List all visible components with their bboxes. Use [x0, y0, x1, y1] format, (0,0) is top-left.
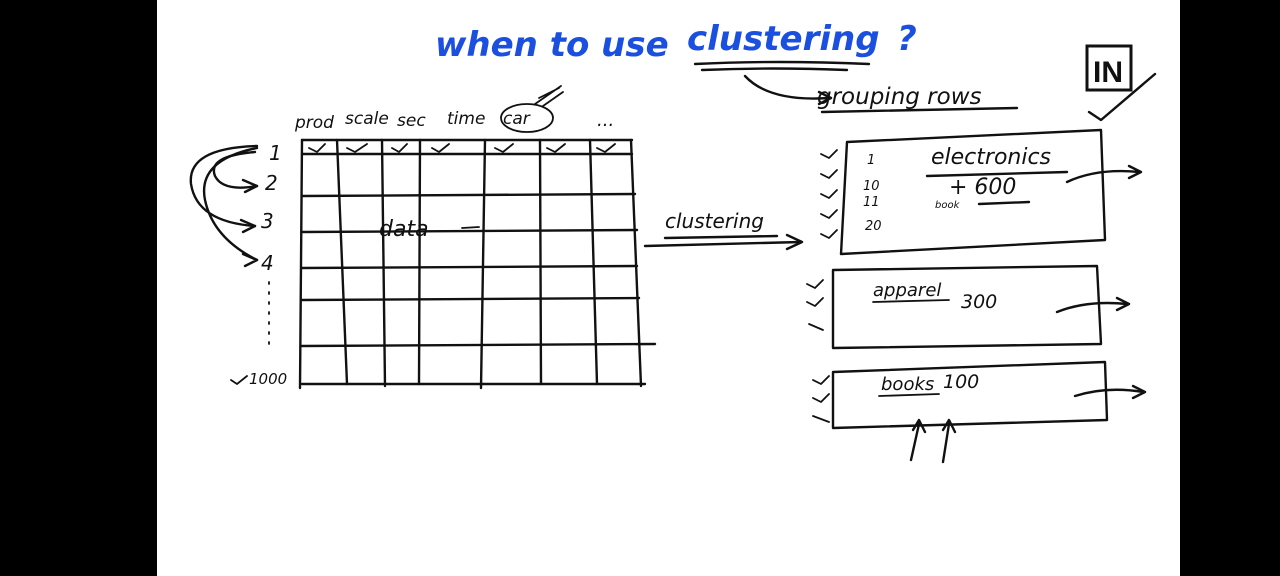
keyword-underline-1	[693, 60, 871, 66]
title-keyword: clustering	[687, 19, 880, 59]
cluster-electronics-name: electronics	[931, 145, 1051, 170]
keyword-arrow	[743, 74, 831, 100]
clustering-arrow	[643, 240, 803, 248]
row-label-4: 4	[261, 251, 274, 275]
title-prefix: when to use	[435, 25, 669, 65]
logo-check-mark	[1087, 72, 1157, 122]
whiteboard-drawing: when to use clustering ? IN grouping row…	[189, 19, 1157, 464]
table-body-dash	[461, 226, 480, 229]
clustering-label-underline	[663, 234, 779, 240]
data-table	[298, 138, 657, 390]
row-labels: 1 2 3 4 1000	[249, 141, 287, 388]
clustering-arrow-label: clustering	[665, 209, 764, 233]
cluster-books-name: books	[881, 374, 934, 395]
row-label-2: 2	[265, 171, 278, 195]
clustering-arrow-head	[785, 233, 804, 251]
column-header-prod: prod	[294, 113, 334, 133]
column-header-ellipsis: ...	[597, 110, 614, 131]
car-check-marks	[534, 85, 564, 107]
row-label-1: 1	[269, 141, 282, 165]
cluster-box-electronics: electronics + 600 book 1 10 11 20	[820, 128, 1143, 256]
car-circle	[500, 103, 554, 133]
title-suffix: ?	[897, 19, 917, 59]
row-label-3: 3	[261, 209, 274, 233]
cluster-box-apparel: apparel 300	[806, 264, 1131, 350]
grouping-label: grouping rows	[817, 84, 982, 110]
keyword-arrow-head	[817, 90, 833, 106]
cluster-books-value: 100	[943, 371, 979, 393]
column-header-time: time	[447, 109, 485, 129]
cluster-apparel-value: 300	[961, 291, 997, 313]
cluster-box-books: books 100	[812, 360, 1147, 464]
whiteboard-canvas: when to use clustering ? IN grouping row…	[157, 0, 1180, 576]
cluster-electronics-row-20: 20	[865, 219, 882, 234]
grouping-underline	[820, 106, 1019, 114]
table-body-label: data	[379, 217, 429, 242]
logo-text: IN	[1093, 56, 1123, 89]
row-link-arrows	[189, 144, 259, 268]
table-column-headers: prod scale sec time car ...	[294, 109, 614, 133]
cluster-electronics-row-11: 11	[863, 195, 880, 210]
header-check-marks	[308, 143, 616, 153]
row-1000-check	[230, 375, 248, 385]
cluster-electronics-note: book	[935, 200, 961, 211]
books-pointer-arrows	[909, 418, 957, 464]
column-header-scale: scale	[345, 109, 389, 129]
cluster-electronics-value: + 600	[949, 175, 1016, 200]
column-header-car: car	[503, 109, 531, 129]
row-label-1000: 1000	[249, 370, 287, 388]
cluster-electronics-row-10: 10	[863, 179, 880, 194]
cluster-electronics-row-1: 1	[867, 153, 875, 168]
cluster-apparel-name: apparel	[873, 280, 941, 301]
keyword-underline-2	[700, 67, 849, 72]
logo-icon: IN	[1085, 44, 1157, 122]
column-header-sec: sec	[397, 111, 426, 131]
